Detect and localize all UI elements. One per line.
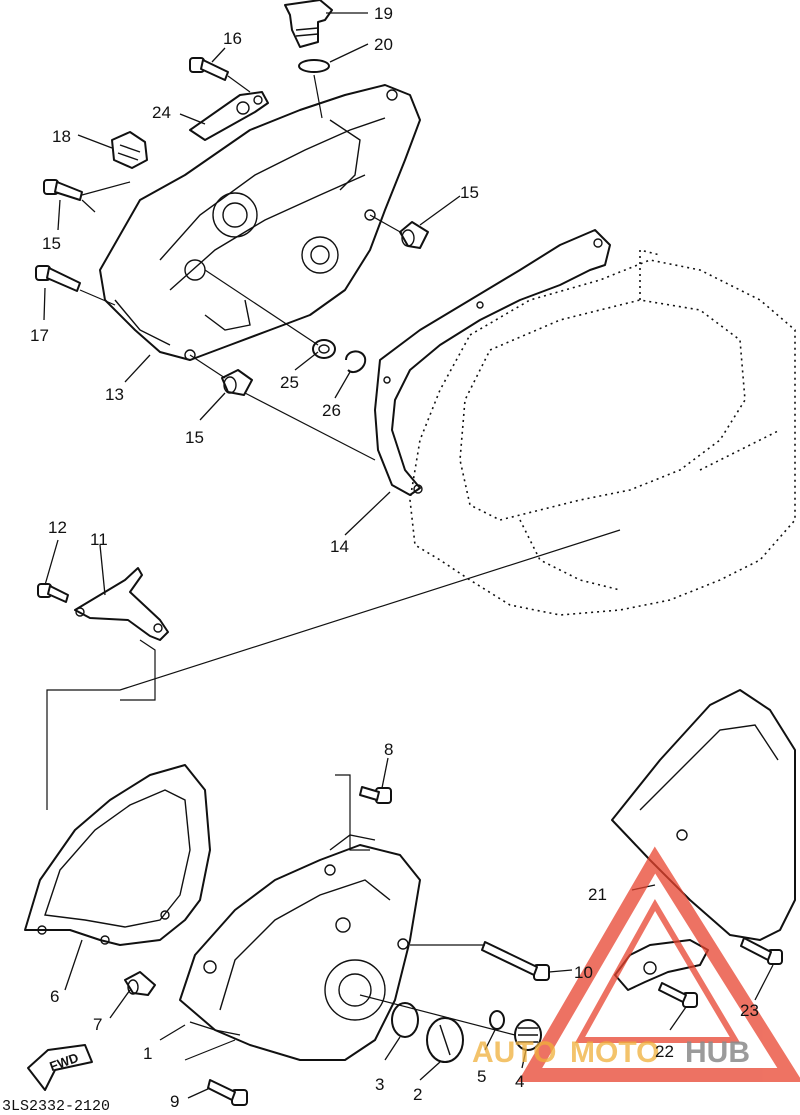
- watermark-logo: [517, 846, 800, 1082]
- callout-10: 10: [574, 963, 593, 982]
- bolt-24: [740, 937, 783, 965]
- callout-14: 14: [330, 537, 349, 556]
- shaft-axis: [204, 269, 319, 346]
- leader-lines: [43, 12, 774, 1099]
- callout-5: 5: [477, 1067, 486, 1086]
- chain-guide-11: [74, 567, 169, 641]
- callout-22: 21: [588, 885, 607, 904]
- guide-line: [120, 639, 156, 701]
- callout-4: 4: [515, 1072, 524, 1091]
- bolt-8: [335, 774, 392, 851]
- clutch-cover-13: [99, 84, 421, 361]
- circlip-27: [345, 350, 367, 374]
- callout-15-upper: 15: [460, 183, 479, 202]
- sprocket-cover-22: [611, 689, 796, 941]
- crankcase-outline: [409, 248, 796, 616]
- callout-12: 12: [48, 518, 67, 537]
- dowel-pin-7: [124, 971, 156, 996]
- gasket-14: [374, 229, 611, 496]
- collar-15-lower: [189, 354, 253, 396]
- bolt-9: [184, 1039, 248, 1106]
- callout-19: 18: [52, 127, 71, 146]
- o-ring-5: [489, 1010, 505, 1030]
- gasket-6: [24, 764, 211, 946]
- reference-line: [46, 529, 621, 810]
- o-ring-3: [391, 1002, 419, 1038]
- bracket-25: [189, 91, 269, 141]
- guide-line: [244, 392, 376, 461]
- bolt-23: [658, 982, 698, 1008]
- callout-2: 2: [413, 1085, 422, 1104]
- bolt-10: [410, 941, 550, 981]
- callout-21: 20: [374, 35, 393, 54]
- callout-8: 8: [384, 740, 393, 759]
- plug-axis: [359, 994, 516, 1036]
- bolt-17: [189, 57, 251, 93]
- guide-line: [313, 74, 323, 119]
- callout-27: 26: [322, 401, 341, 420]
- oil-seal-19: [111, 131, 148, 169]
- callout-3: 3: [375, 1075, 384, 1094]
- plug-2: [426, 1017, 464, 1063]
- callout-24: 23: [740, 1001, 759, 1020]
- callout-17: 16: [223, 29, 242, 48]
- callout-26: 25: [280, 373, 299, 392]
- callout-9: 9: [170, 1092, 179, 1111]
- callout-7: 7: [93, 1015, 102, 1034]
- callout-1: 1: [143, 1044, 152, 1063]
- callout-11: 11: [90, 530, 108, 549]
- bolt-16: [43, 179, 131, 213]
- collar-15-upper: [369, 214, 429, 249]
- diagram-code: 3LS2332-2120: [2, 1098, 110, 1115]
- callout-20: 19: [374, 4, 393, 23]
- filler-cap-20: [284, 0, 333, 48]
- callout-18: 17: [30, 326, 49, 345]
- oil-seal-26: [312, 339, 336, 359]
- callout-6: 6: [50, 987, 59, 1006]
- crankcase-cover-1: [179, 834, 421, 1061]
- callout-23: 22: [655, 1042, 674, 1061]
- callout-15-lower: 15: [185, 428, 204, 447]
- o-ring-21: [298, 59, 330, 73]
- bolt-18: [35, 265, 116, 306]
- callout-13: 13: [105, 385, 124, 404]
- watermark-moto: MOTO: [570, 1036, 659, 1069]
- bolt-12: [37, 583, 69, 603]
- watermark-hub: HUB: [685, 1036, 750, 1069]
- callout-16: 15: [42, 234, 61, 253]
- fwd-arrow-icon: FWD: [27, 1044, 93, 1091]
- callout-25: 24: [152, 103, 171, 122]
- watermark-auto: AUTO: [472, 1036, 556, 1069]
